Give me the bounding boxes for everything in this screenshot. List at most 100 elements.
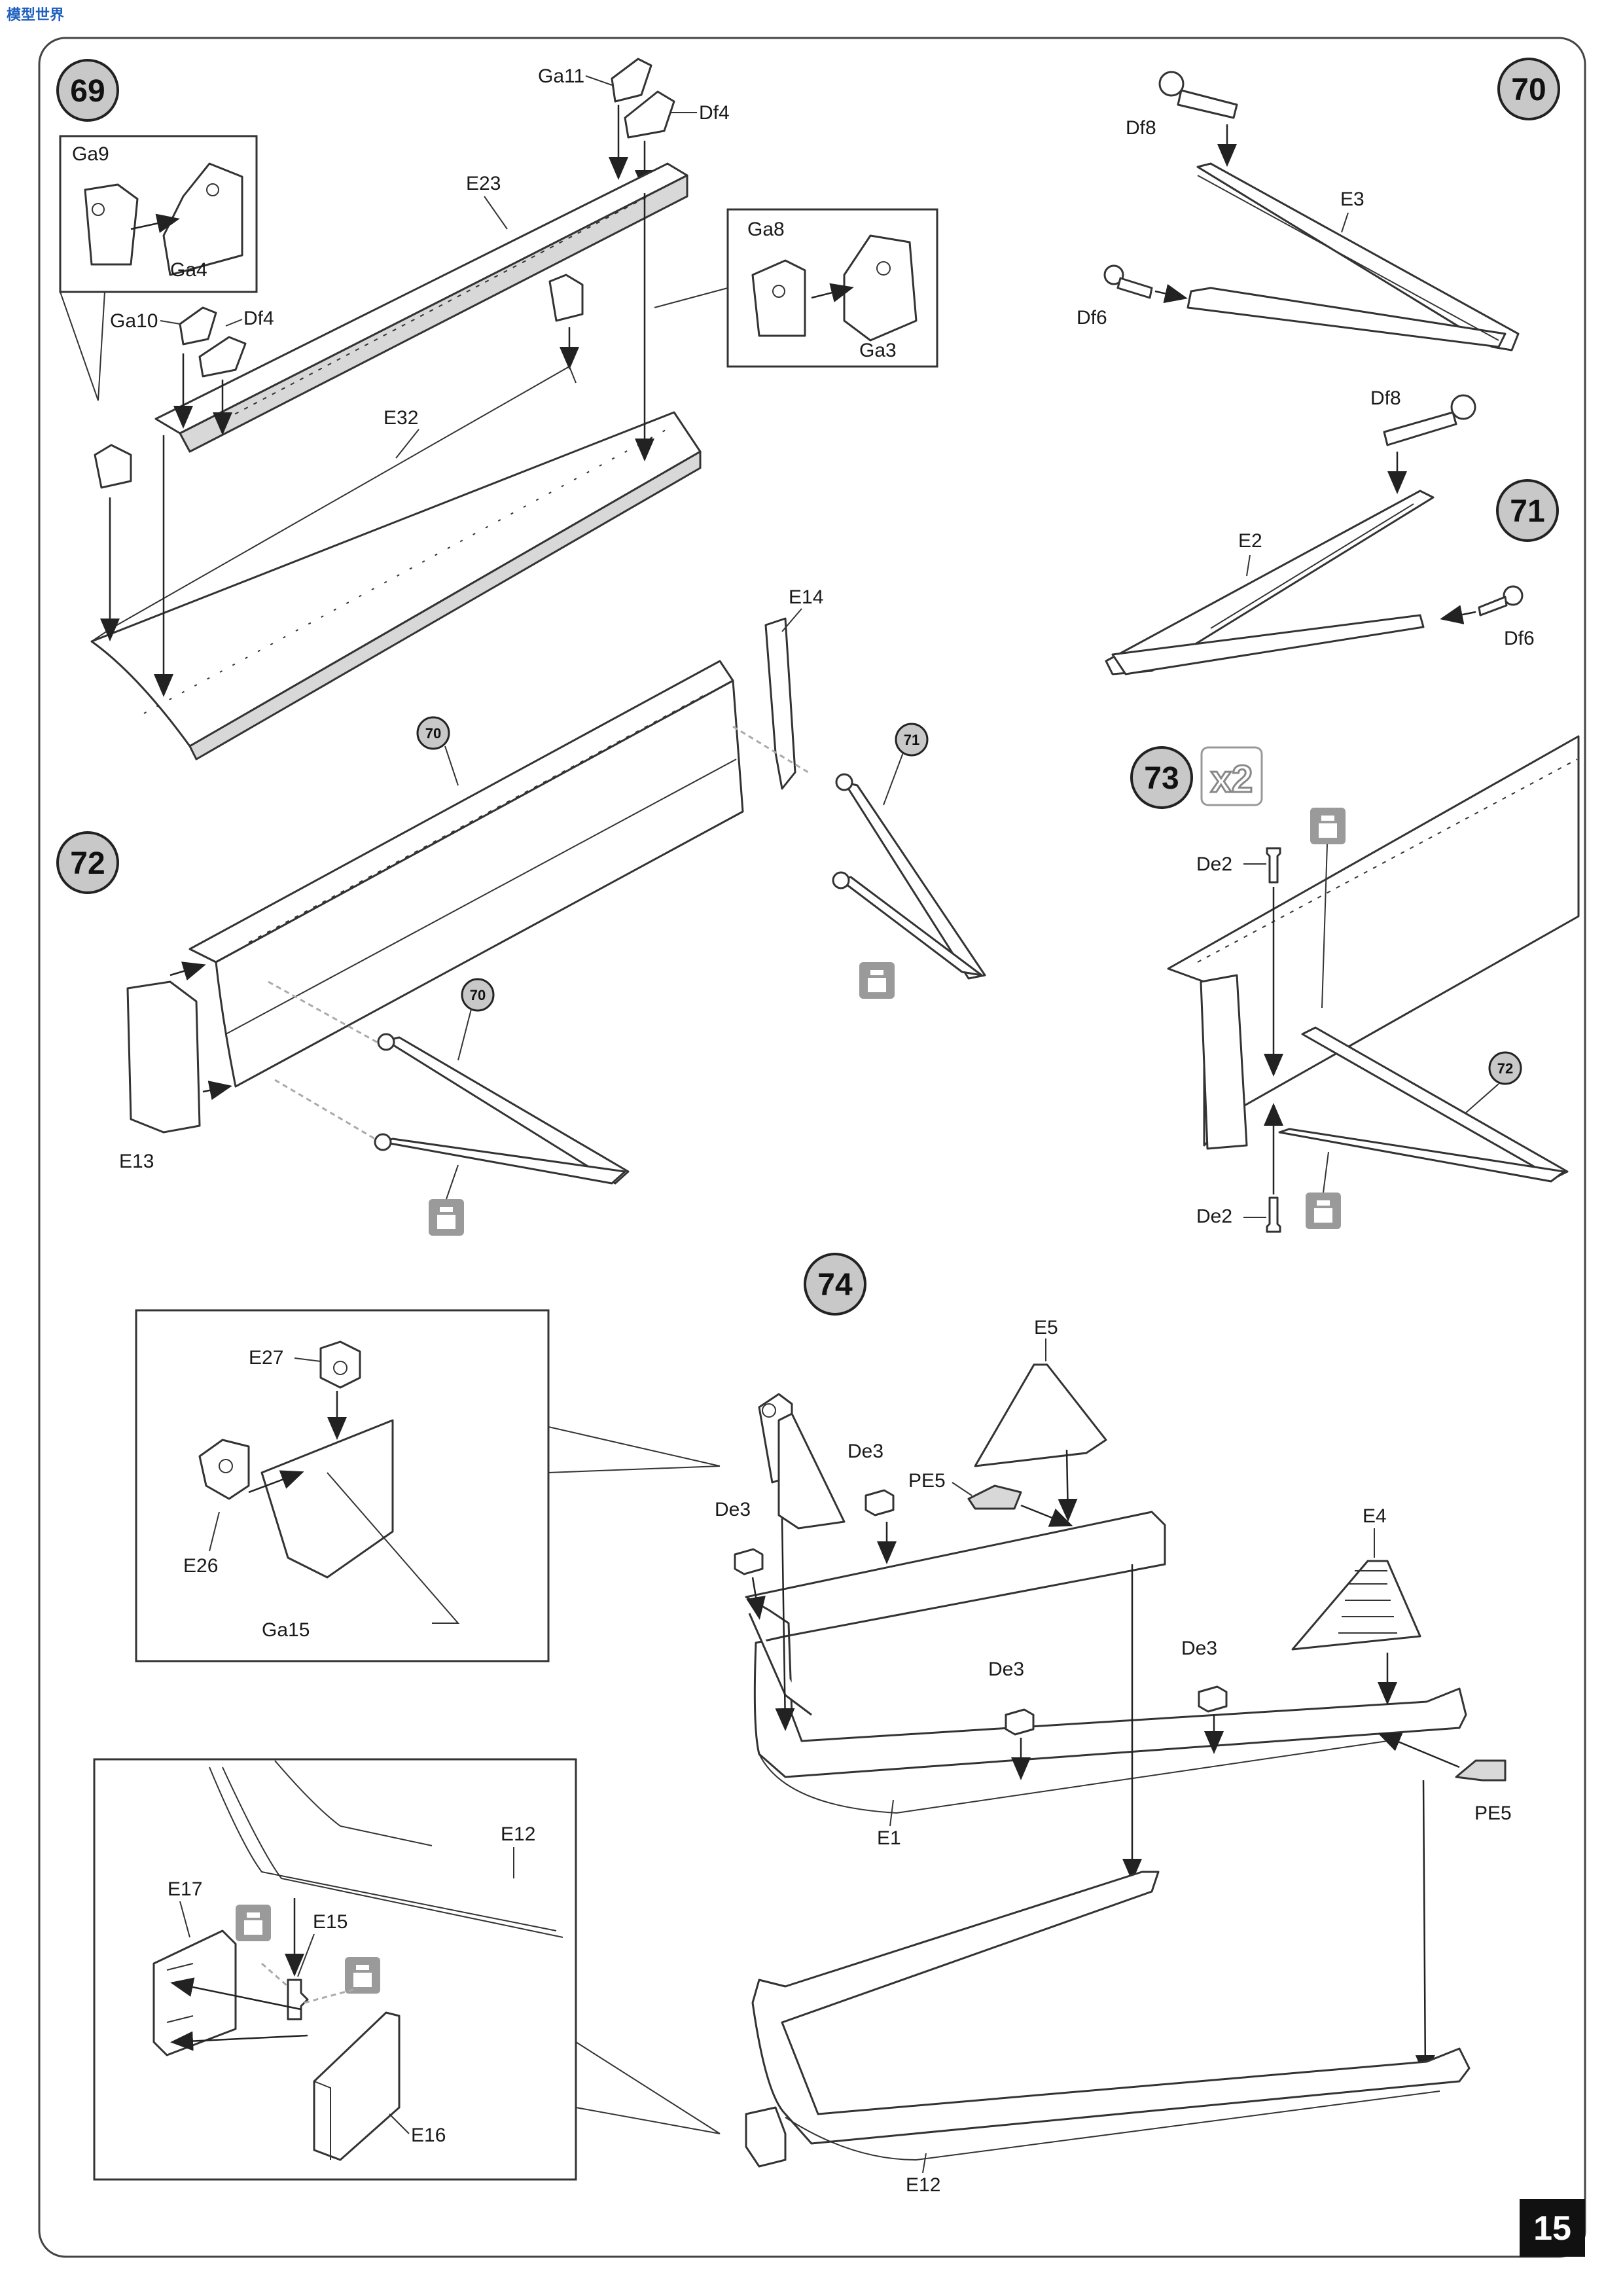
glue-icon-73b <box>1306 1193 1341 1229</box>
sub-assembly-70 <box>374 1033 630 1185</box>
part-df4-left <box>198 336 247 378</box>
step-70: 70 Df8 E3 Df6 <box>1077 58 1560 351</box>
label-df4-left: Df4 <box>243 308 274 329</box>
label-df6-b: Df6 <box>1504 628 1535 649</box>
page-number-box: 15 <box>1520 2199 1585 2257</box>
part-e27 <box>319 1340 361 1389</box>
svg-text:71: 71 <box>1510 494 1544 529</box>
part-e16 <box>313 2011 401 2161</box>
label-e17: E17 <box>168 1878 202 1900</box>
label-e13: E13 <box>119 1151 154 1172</box>
part-e5 <box>974 1363 1107 1467</box>
step-badge-72: 72 <box>56 831 119 894</box>
part-pe5-a <box>967 1484 1022 1510</box>
svg-text:74: 74 <box>817 1268 853 1302</box>
label-e2: E2 <box>1238 530 1262 552</box>
label-e12-main: E12 <box>906 2174 940 2196</box>
label-df8-b: Df8 <box>1370 387 1401 409</box>
part-ga10 <box>179 306 217 346</box>
page-number: 15 <box>1533 2210 1571 2248</box>
part-e2 <box>1105 490 1435 675</box>
part-e17 <box>152 1929 237 2056</box>
label-e4: E4 <box>1363 1505 1387 1527</box>
label-ga15: Ga15 <box>262 1619 310 1641</box>
label-ga11: Ga11 <box>538 65 584 87</box>
step-ref-72a: 72 <box>1488 1051 1522 1085</box>
part-small-bracket-b <box>94 444 132 489</box>
part-e12-main <box>745 1871 1471 2168</box>
step-badge-70: 70 <box>1497 58 1560 120</box>
label-pe5-a: PE5 <box>908 1470 946 1492</box>
part-de3-c <box>1005 1708 1035 1736</box>
publisher-logo: 模型世界 <box>5 4 64 26</box>
label-df8-a: Df8 <box>1126 117 1156 139</box>
label-ga3: Ga3 <box>859 340 897 361</box>
step-badge-69: 69 <box>56 59 119 122</box>
part-de2-bottom <box>1266 1196 1281 1233</box>
logo-text: 模型世界 <box>7 7 64 23</box>
part-e32 <box>90 365 702 761</box>
glue-icon-73a <box>1310 808 1346 844</box>
multiplier-badge: x2 <box>1200 746 1263 806</box>
label-ga10: Ga10 <box>110 310 158 332</box>
label-df6-a: Df6 <box>1077 307 1107 329</box>
part-e26 <box>198 1439 250 1500</box>
label-de3-b: De3 <box>715 1499 751 1520</box>
label-e14: E14 <box>789 586 823 608</box>
label-e5: E5 <box>1034 1317 1058 1338</box>
step-74: 74 E27 Ga15 E26 <box>93 1253 1512 2196</box>
label-e12-inset: E12 <box>501 1823 535 1845</box>
label-e27: E27 <box>249 1347 283 1369</box>
glue-icon-74a <box>236 1905 271 1941</box>
label-e16: E16 <box>411 2125 446 2146</box>
part-post-left <box>758 1393 846 1530</box>
part-e23 <box>154 162 688 453</box>
svg-text:71: 71 <box>904 732 919 748</box>
step-badge-71: 71 <box>1496 479 1559 542</box>
label-e26: E26 <box>183 1555 218 1577</box>
glue-icon-72a <box>859 962 895 999</box>
label-pe5-b: PE5 <box>1474 1803 1512 1824</box>
step-72: 72 70 E14 71 <box>56 586 986 1236</box>
assembly-70-body <box>188 660 744 1088</box>
part-df6-a <box>1103 264 1153 299</box>
label-ga9: Ga9 <box>72 143 109 165</box>
step-ref-70b: 70 <box>461 978 495 1012</box>
label-ga8: Ga8 <box>747 219 785 240</box>
svg-text:70: 70 <box>425 725 441 742</box>
part-ga11 <box>611 58 652 103</box>
step-ref-71a: 71 <box>895 723 929 757</box>
svg-text:72: 72 <box>70 846 105 881</box>
step-badge-73: 73 <box>1130 746 1193 809</box>
glue-icon-72b <box>429 1199 464 1236</box>
label-e32: E32 <box>383 407 418 429</box>
label-e15: E15 <box>313 1911 348 1933</box>
step-69: 69 Ga9 Ga4 Ga11 Df4 E23 <box>56 58 938 761</box>
sub-assembly-71 <box>832 773 986 980</box>
label-de2-top: De2 <box>1196 853 1232 875</box>
step-ref-70a: 70 <box>416 716 450 750</box>
part-e14 <box>764 617 796 790</box>
part-df6-b <box>1478 585 1524 617</box>
label-de2-bottom: De2 <box>1196 1206 1232 1227</box>
page-frame <box>38 37 1586 2258</box>
label-de3-d: De3 <box>1181 1638 1217 1659</box>
label-df4-top: Df4 <box>699 102 730 124</box>
part-pe5-b <box>1455 1759 1507 1782</box>
step-71: 71 Df8 E2 Df6 <box>1105 387 1559 675</box>
label-e1: E1 <box>877 1827 901 1849</box>
glue-icon-74b <box>345 1957 380 1994</box>
inset-ga8-ga3: Ga8 Ga3 <box>654 208 938 368</box>
svg-text:70: 70 <box>470 987 486 1003</box>
part-small-bracket-a <box>548 274 584 322</box>
part-e4 <box>1291 1560 1421 1651</box>
inset-e27-e26-ga15: E27 Ga15 E26 <box>135 1309 721 1662</box>
svg-text:70: 70 <box>1511 73 1546 107</box>
part-e13 <box>126 980 201 1134</box>
part-de3-a <box>865 1489 895 1516</box>
svg-text:73: 73 <box>1144 761 1179 796</box>
assembly-72-body <box>1167 735 1580 1183</box>
part-e3 <box>1186 162 1520 351</box>
part-e1 <box>745 1511 1467 1814</box>
